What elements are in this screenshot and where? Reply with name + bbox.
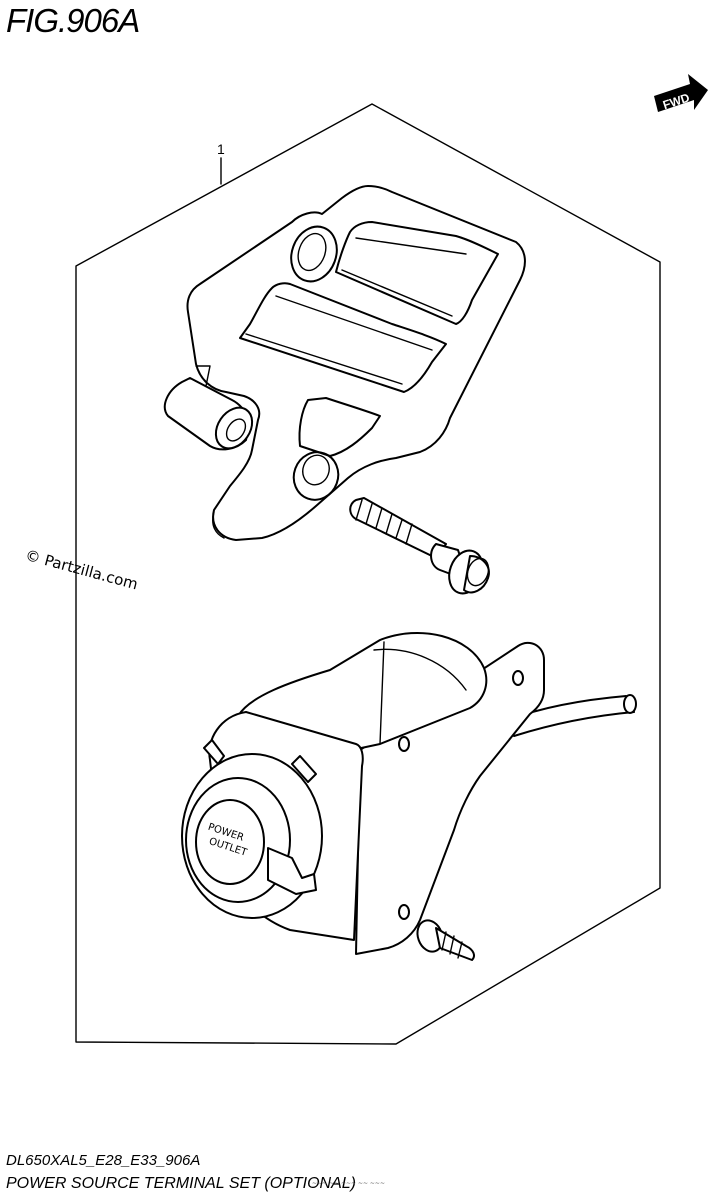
- spacer-collar: [163, 377, 254, 451]
- fwd-arrow-icon: FWD: [654, 74, 708, 112]
- mounting-bolt: [349, 497, 490, 595]
- mounting-bracket: [186, 185, 526, 541]
- power-outlet-assembly: POWER OUTLET: [181, 632, 637, 955]
- footer-description: POWER SOURCE TERMINAL SET (OPTIONAL): [6, 1175, 356, 1192]
- self-tapping-screw: [416, 919, 475, 961]
- footer-model-code: DL650XAL5_E28_E33_906A: [6, 1152, 201, 1169]
- kit-boundary-hexagon: [75, 103, 661, 1045]
- figure-title: FIG.906A: [6, 2, 140, 39]
- footer-fine-print: ~~~ ~~ ~~~ ~~ ~~~: [312, 1180, 385, 1187]
- part-callout-1: 1: [217, 141, 225, 157]
